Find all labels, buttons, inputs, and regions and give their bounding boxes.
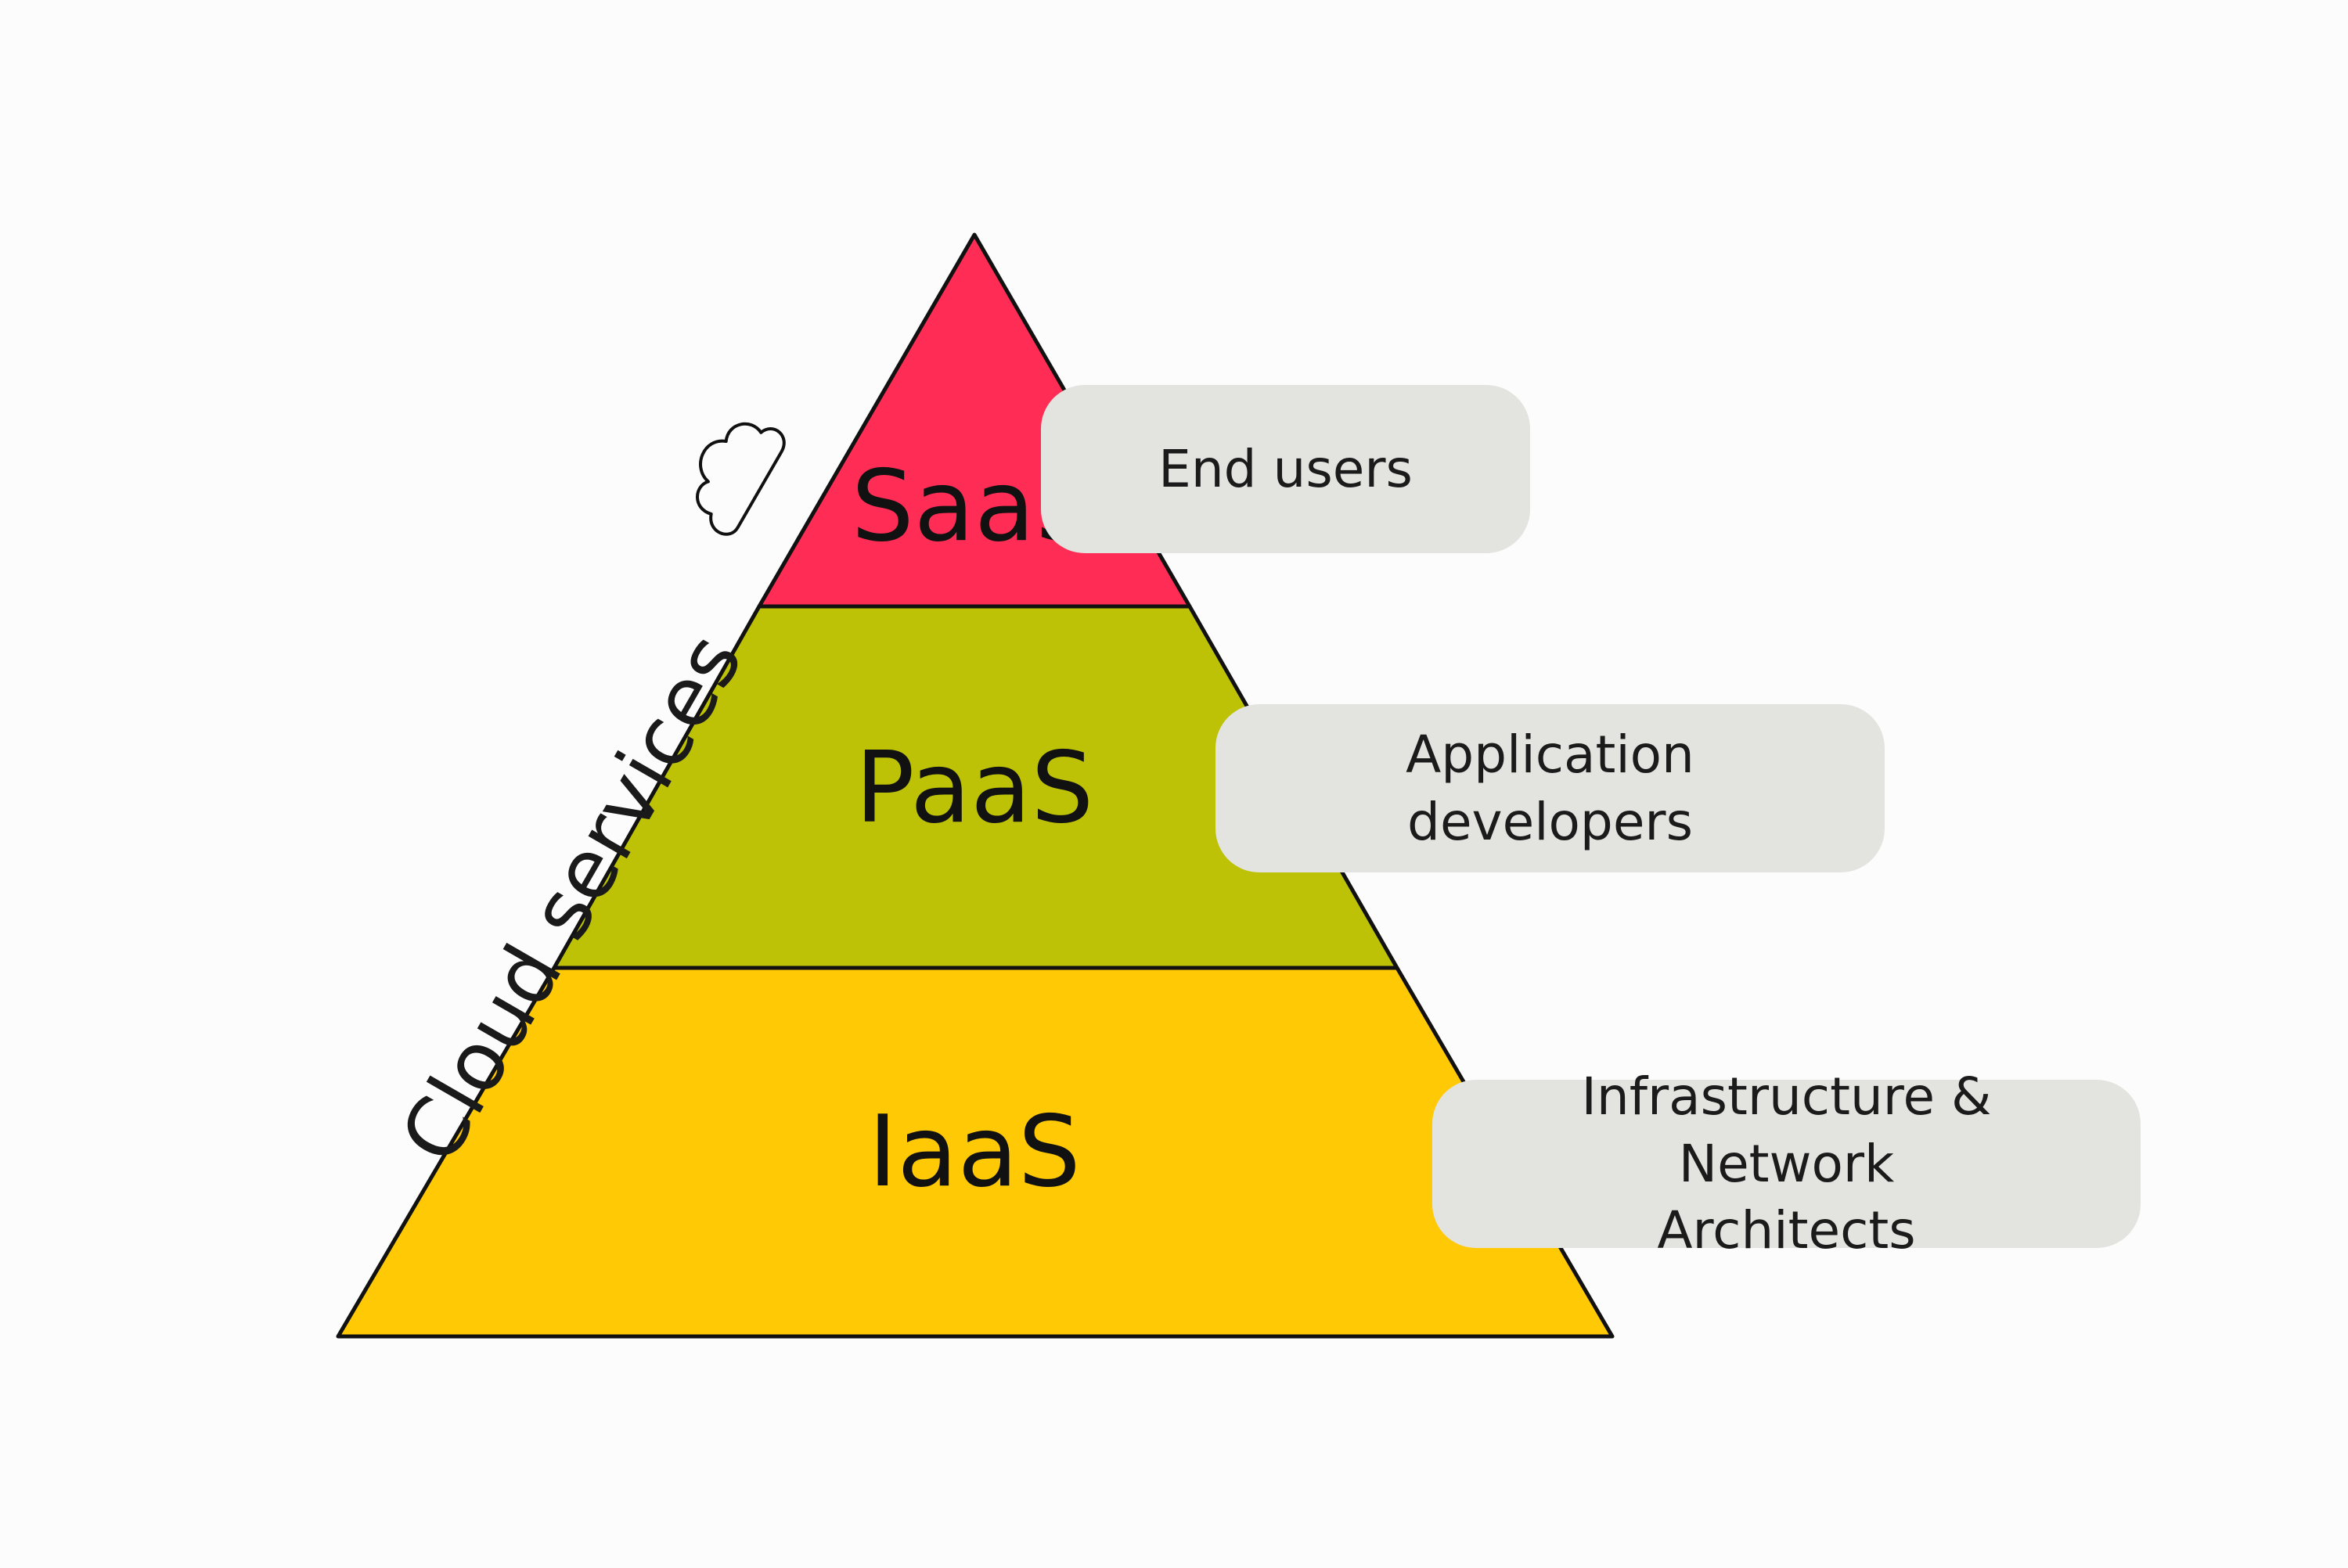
saas-audience-text: End users <box>1158 438 1413 499</box>
iaas-label: IaaS <box>868 1094 1081 1209</box>
cloud-icon <box>696 422 786 536</box>
iaas-audience-line-2: Architects <box>1657 1200 1916 1261</box>
paas-label: PaaS <box>855 730 1094 845</box>
iaas-audience-box: Infrastructure & Network Architects <box>1432 1066 2141 1261</box>
saas-audience-box: End users <box>1041 385 1530 553</box>
iaas-audience-line-1: Infrastructure & Network <box>1581 1066 1992 1194</box>
iaas-tier <box>336 966 1615 1339</box>
paas-audience-text: Application developers <box>1406 724 1694 852</box>
paas-audience-box: Application developers <box>1215 704 1885 872</box>
